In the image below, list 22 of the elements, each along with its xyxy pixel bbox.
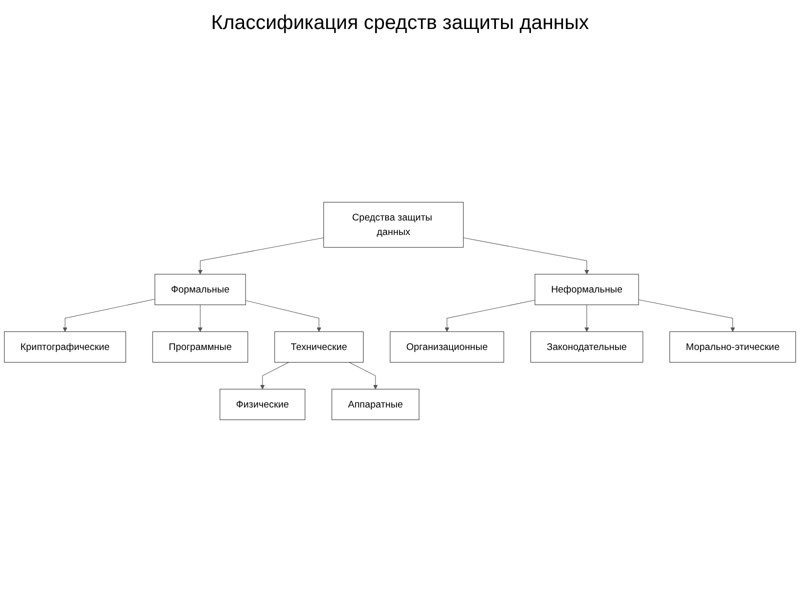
arrow [198, 304, 203, 332]
arrow [348, 362, 378, 390]
arrow [245, 300, 322, 332]
node-box: Технические [274, 331, 364, 363]
arrow [463, 238, 590, 274]
arrow [638, 299, 736, 332]
node-box: Формальные [154, 274, 246, 306]
node-box: Программные [152, 331, 248, 363]
arrow [444, 300, 536, 332]
diagram-title: Классификация средств защиты данных [210, 12, 590, 35]
arrow [62, 298, 156, 332]
node-box: Неформальные [534, 274, 639, 306]
node-box: Организационные [390, 331, 504, 363]
arrow [584, 304, 590, 332]
node-box: Аппаратные [332, 388, 420, 420]
node-box: Криптографические [4, 331, 126, 363]
node-box: Законодательные [530, 331, 644, 363]
node-box: Средства защиты данных [323, 202, 464, 248]
arrow [260, 362, 290, 390]
node-box: Физические [220, 388, 306, 420]
arrow [198, 238, 324, 274]
node-box: Морально-этические [669, 331, 796, 363]
